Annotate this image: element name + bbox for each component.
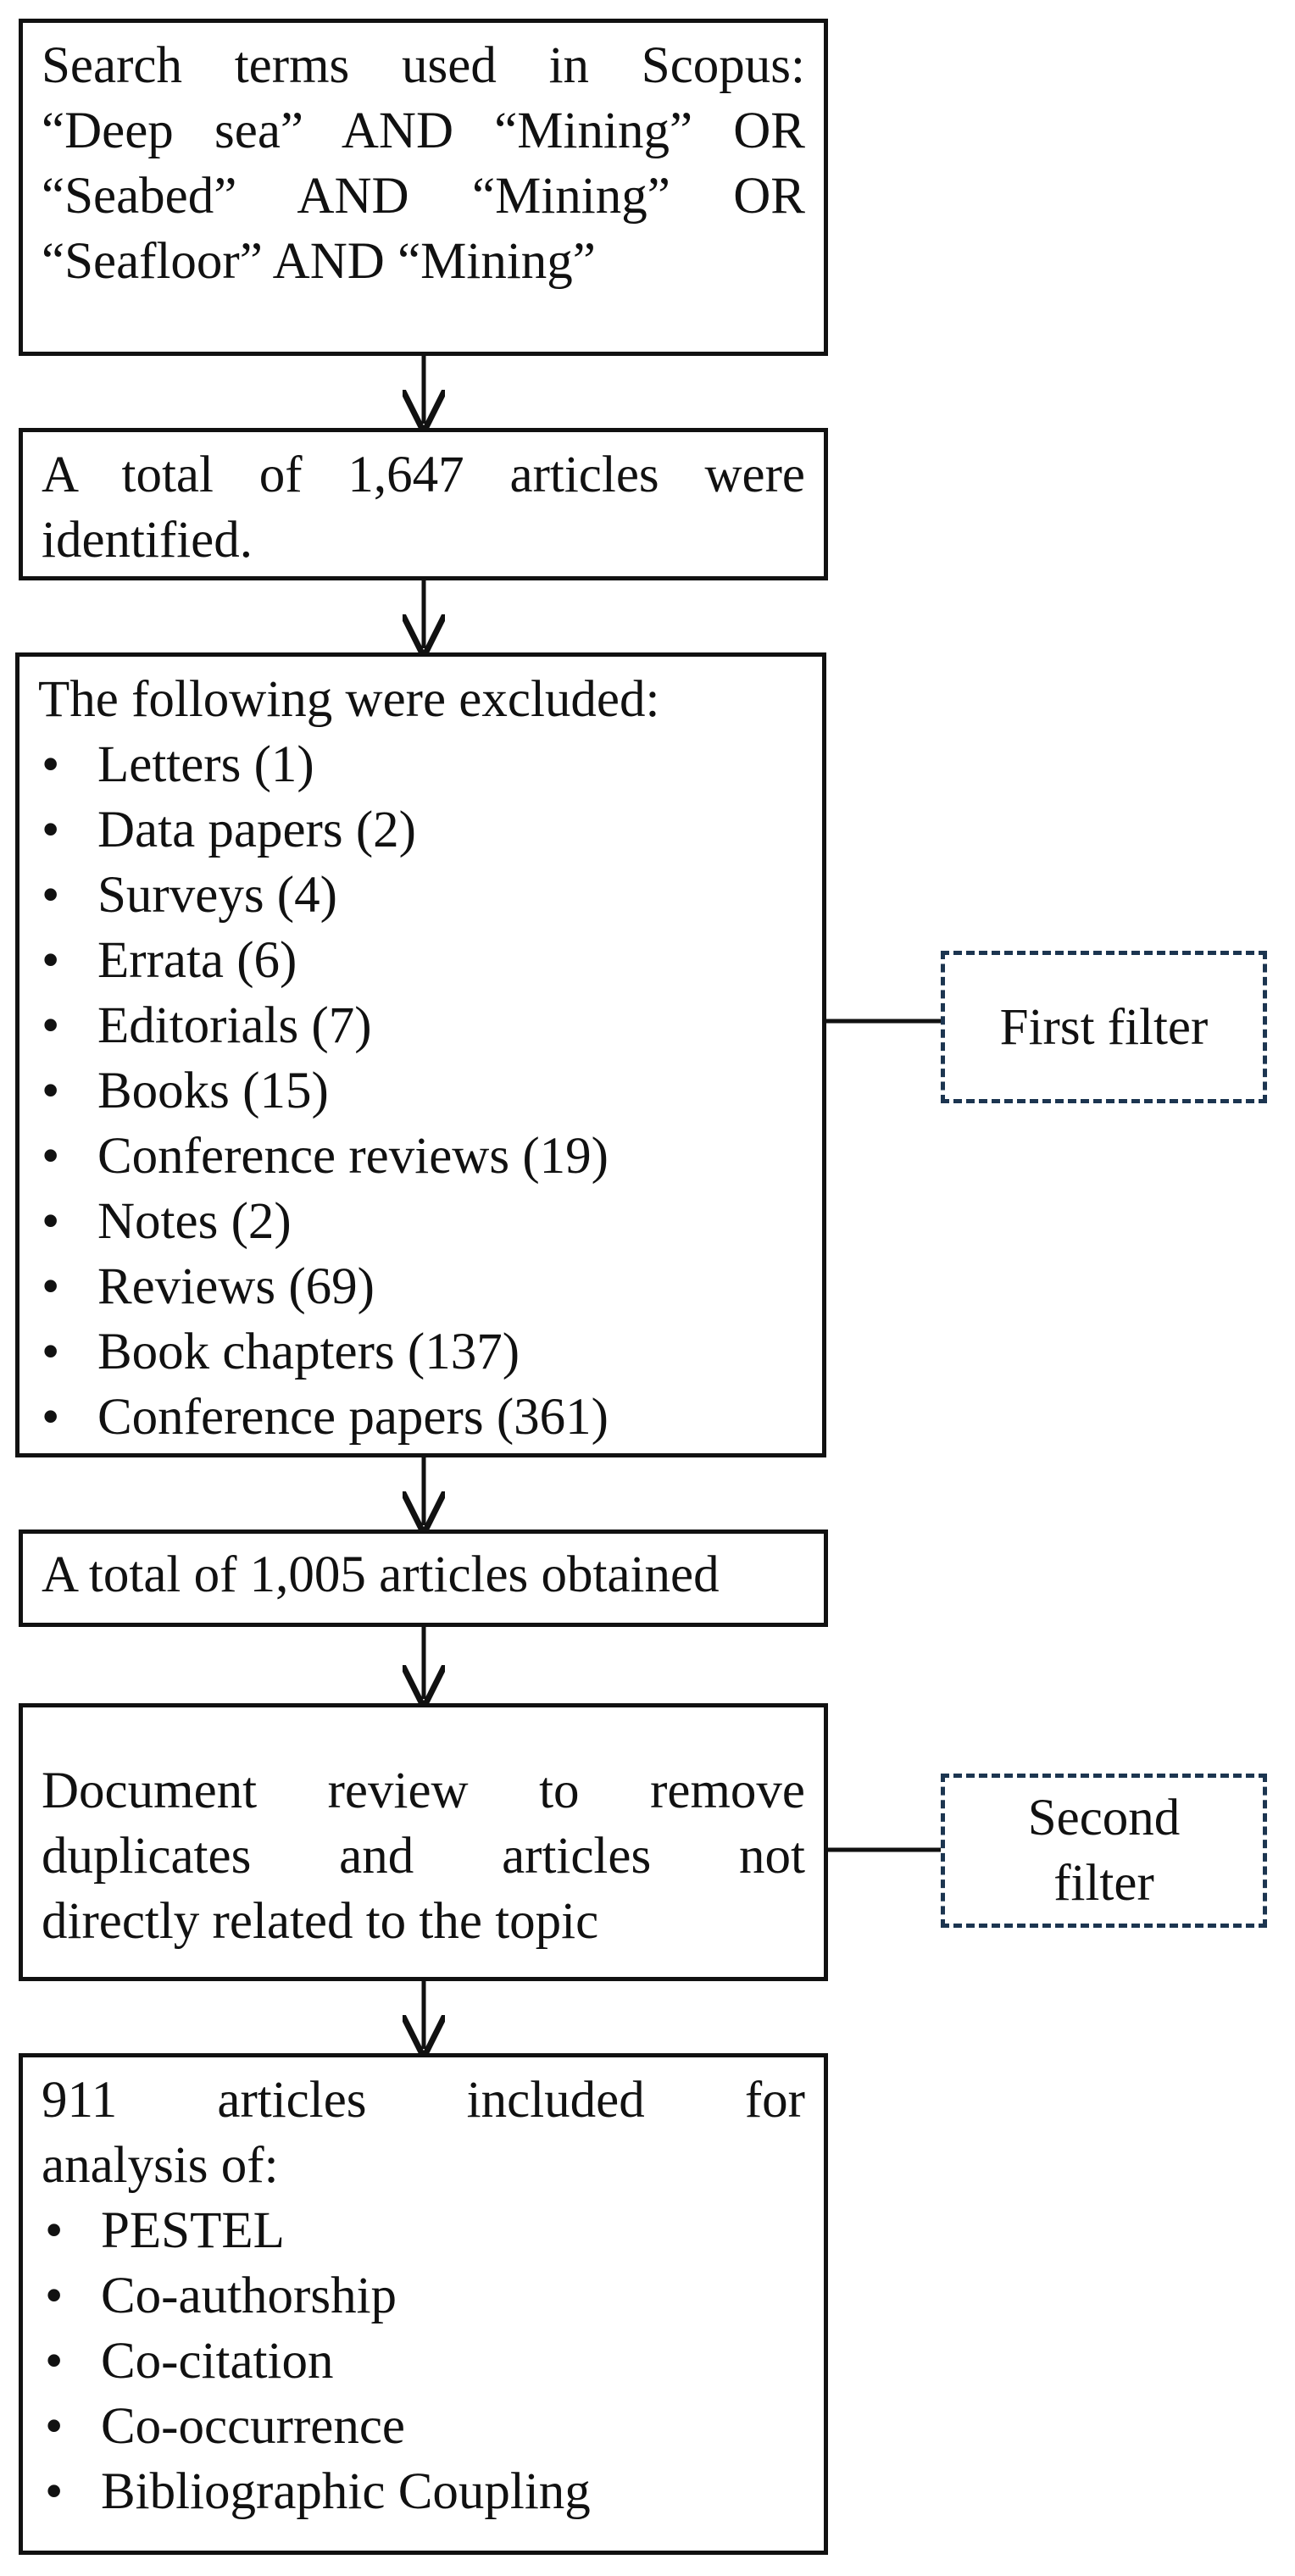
excluded-heading: The following were excluded: xyxy=(38,671,660,728)
list-item: Reviews (69) xyxy=(38,1254,803,1319)
obtained-box: A total of 1,005 articles obtained xyxy=(19,1530,828,1627)
list-item: Conference papers (361) xyxy=(38,1385,803,1450)
included-box: 911 articles included for analysis of: P… xyxy=(19,2053,828,2555)
first-filter-box: First filter xyxy=(941,951,1267,1103)
obtained-text: A total of 1,005 articles obtained xyxy=(42,1546,720,1603)
search-terms-line-1: Search terms used in Scopus: xyxy=(42,37,805,94)
list-item: Editorials (7) xyxy=(38,993,803,1058)
identified-line-1: A total of 1,647 articles were xyxy=(42,447,805,503)
list-item: Books (15) xyxy=(38,1058,803,1124)
list-item: Book chapters (137) xyxy=(38,1319,803,1385)
list-item: Notes (2) xyxy=(38,1189,803,1254)
search-terms-line-4: “Seafloor” AND “Mining” xyxy=(42,233,596,290)
first-filter-label: First filter xyxy=(999,998,1209,1056)
review-line-2: duplicates and articles not xyxy=(42,1828,805,1885)
included-line-2: analysis of: xyxy=(42,2137,279,2194)
list-item: Co-authorship xyxy=(42,2263,805,2329)
review-line-3: directly related to the topic xyxy=(42,1893,599,1950)
list-item: PESTEL xyxy=(42,2198,805,2263)
search-terms-line-2: “Deep sea” AND “Mining” OR xyxy=(42,103,805,159)
list-item: Co-citation xyxy=(42,2329,805,2394)
second-filter-label-line-2: filter xyxy=(1053,1855,1154,1912)
included-list: PESTEL Co-authorship Co-citation Co-occu… xyxy=(42,2198,805,2524)
list-item: Errata (6) xyxy=(38,928,803,993)
review-line-1: Document review to remove xyxy=(42,1763,805,1819)
list-item: Surveys (4) xyxy=(38,863,803,928)
list-item: Letters (1) xyxy=(38,732,803,797)
search-terms-box: Search terms used in Scopus: “Deep sea” … xyxy=(19,19,828,356)
excluded-list: Letters (1) Data papers (2) Surveys (4) … xyxy=(38,732,803,1450)
identified-line-2: identified. xyxy=(42,512,253,569)
search-terms-line-3: “Seabed” AND “Mining” OR xyxy=(42,168,805,225)
identified-box: A total of 1,647 articles were identifie… xyxy=(19,428,828,580)
included-line-1: 911 articles included for xyxy=(42,2072,805,2129)
second-filter-box: Second filter xyxy=(941,1774,1267,1928)
excluded-box: The following were excluded: Letters (1)… xyxy=(15,652,826,1457)
list-item: Bibliographic Coupling xyxy=(42,2459,805,2524)
review-box: Document review to remove duplicates and… xyxy=(19,1703,828,1981)
list-item: Data papers (2) xyxy=(38,797,803,863)
list-item: Co-occurrence xyxy=(42,2394,805,2459)
list-item: Conference reviews (19) xyxy=(38,1124,803,1189)
second-filter-label-line-1: Second xyxy=(1027,1790,1181,1846)
